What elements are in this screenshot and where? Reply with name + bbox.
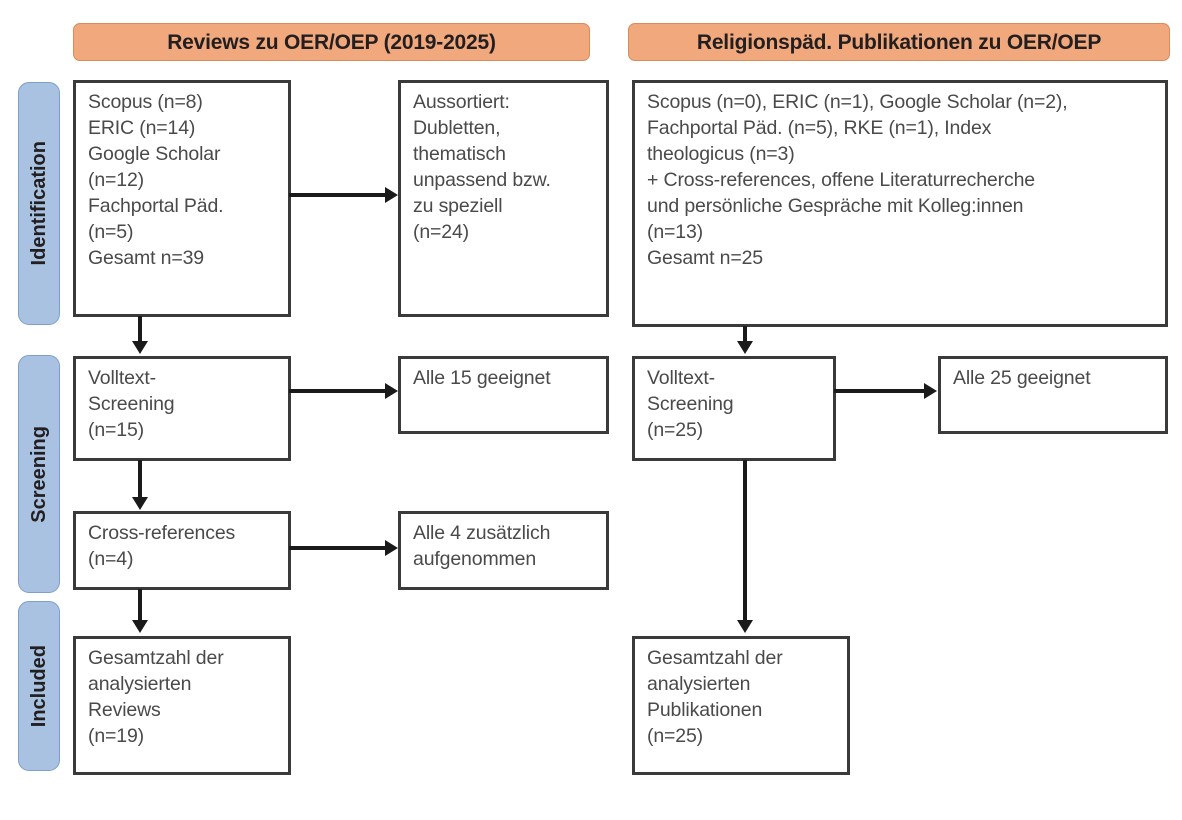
box-left-all-added: Alle 4 zusätzlich aufgenommen (398, 511, 609, 590)
box-left-included-total: Gesamtzahl der analysierten Reviews (n=1… (73, 636, 291, 775)
phase-label-included: Included (18, 601, 60, 771)
phase-label-identification: Identification (18, 82, 60, 325)
box-line: Screening (88, 392, 175, 415)
arrowhead-left-sources-to-screening (132, 341, 148, 354)
connector-left-crossrefs-to-added (289, 546, 387, 550)
connector-right-sources-to-screening (743, 326, 747, 342)
connector-left-sources-to-screening (138, 316, 142, 342)
box-line: (n=25) (647, 418, 704, 441)
box-line: Fachportal Päd. (88, 194, 224, 217)
box-left-all-eligible: Alle 15 geeignet (398, 356, 609, 434)
box-line: zu speziell (413, 194, 503, 217)
box-line: thematisch (413, 142, 506, 165)
box-line: Fachportal Päd. (n=5), RKE (n=1), Index (647, 116, 992, 139)
box-line: (n=5) (88, 220, 134, 243)
box-line: Cross-references (88, 522, 236, 544)
phase-label-screening: Screening (18, 355, 60, 593)
box-line: aufgenommen (413, 547, 537, 570)
box-line: unpassend bzw. (413, 168, 551, 191)
box-line: Gesamtzahl der (647, 647, 783, 669)
box-line: Alle 4 zusätzlich (413, 522, 551, 544)
box-line: Google Scholar (88, 142, 221, 165)
box-line: Scopus (n=0), ERIC (n=1), Google Scholar… (647, 91, 1068, 113)
phase-label-included-text: Included (28, 644, 50, 728)
box-line: (n=13) (647, 220, 704, 243)
arrowhead-left-sources-to-excluded (385, 187, 398, 203)
connector-left-screening-to-crossrefs (138, 460, 142, 498)
box-line: ERIC (n=14) (88, 116, 196, 139)
box-line: Aussortiert: (413, 91, 510, 113)
box-left-fulltext-screening: Volltext- Screening (n=15) (73, 356, 291, 461)
box-right-included-total: Gesamtzahl der analysierten Publikatione… (632, 636, 850, 775)
arrowhead-left-screening-to-crossrefs (132, 497, 148, 510)
box-line: Alle 15 geeignet (413, 367, 551, 389)
box-line: Gesamt n=25 (647, 246, 763, 269)
box-line: Scopus (n=8) (88, 91, 203, 113)
arrowhead-right-screening-to-eligible (924, 383, 937, 399)
connector-right-screening-to-included (743, 460, 747, 621)
phase-label-identification-text: Identification (28, 141, 50, 266)
connector-left-screening-to-eligible (289, 389, 387, 393)
box-line: theologicus (n=3) (647, 142, 795, 165)
box-line: Volltext- (647, 367, 716, 389)
arrowhead-left-crossrefs-to-included (132, 620, 148, 633)
box-left-excluded: Aussortiert: Dubletten, thematisch unpas… (398, 80, 609, 317)
arrowhead-right-screening-to-included (737, 620, 753, 633)
column-header-religionspaed: Religionspäd. Publikationen zu OER/OEP (628, 23, 1170, 61)
connector-right-screening-to-eligible (834, 389, 926, 393)
box-line: + Cross-references, offene Literaturrech… (647, 168, 1035, 191)
box-line: Publikationen (647, 698, 763, 721)
connector-left-crossrefs-to-included (138, 589, 142, 621)
box-line: (n=25) (647, 724, 704, 747)
box-right-fulltext-screening: Volltext- Screening (n=25) (632, 356, 836, 461)
box-line: analysierten (88, 672, 192, 695)
phase-label-screening-text: Screening (28, 425, 50, 523)
box-line: Alle 25 geeignet (953, 367, 1091, 389)
box-line: Screening (647, 392, 734, 415)
box-line: Dubletten, (413, 116, 501, 139)
box-left-identification-sources: Scopus (n=8) ERIC (n=14) Google Scholar … (73, 80, 291, 317)
box-line: (n=24) (413, 220, 470, 243)
box-line: (n=12) (88, 168, 145, 191)
box-line: Volltext- (88, 367, 157, 389)
column-header-reviews: Reviews zu OER/OEP (2019-2025) (73, 23, 590, 61)
box-line: (n=4) (88, 547, 134, 570)
box-line: Gesamtzahl der (88, 647, 224, 669)
connector-left-sources-to-excluded (289, 193, 387, 197)
box-line: Gesamt n=39 (88, 246, 204, 269)
box-line: analysierten (647, 672, 751, 695)
box-right-all-eligible: Alle 25 geeignet (938, 356, 1168, 434)
box-right-identification-sources: Scopus (n=0), ERIC (n=1), Google Scholar… (632, 80, 1168, 327)
arrowhead-left-screening-to-eligible (385, 383, 398, 399)
box-line: (n=15) (88, 418, 145, 441)
arrowhead-right-sources-to-screening (737, 341, 753, 354)
arrowhead-left-crossrefs-to-added (385, 540, 398, 556)
box-line: und persönliche Gespräche mit Kolleg:inn… (647, 194, 1024, 217)
box-line: (n=19) (88, 724, 145, 747)
box-line: Reviews (88, 698, 161, 721)
box-left-cross-references: Cross-references (n=4) (73, 511, 291, 590)
